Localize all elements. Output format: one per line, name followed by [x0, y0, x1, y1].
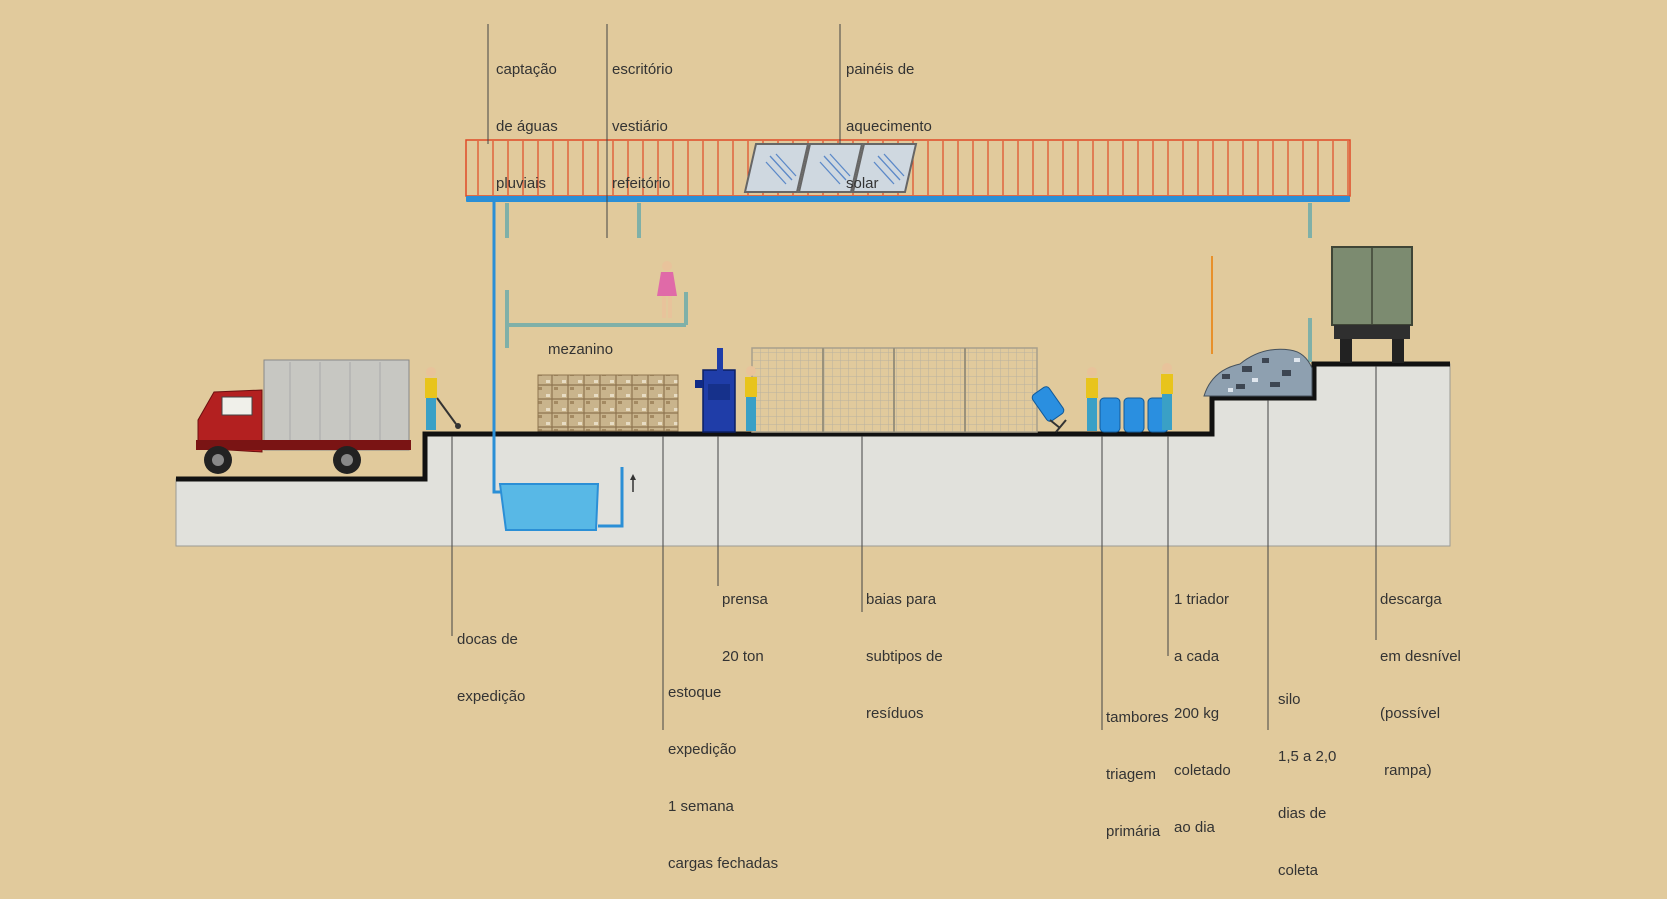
recycling-facility-diagram: captação de águas pluviais escritório ve…: [175, 22, 1461, 879]
label-tambores-line: primária: [1106, 823, 1161, 840]
label-escritorio: escritório vestiário refeitório: [612, 22, 673, 212]
label-baias-line: resíduos: [866, 705, 924, 722]
label-paineis-line: painéis de: [846, 61, 915, 78]
label-docas-line: docas de: [457, 631, 518, 648]
sorting-bays: [751, 347, 1038, 433]
label-tambores-line: tambores: [1106, 709, 1169, 726]
label-prensa-line: 20 ton: [722, 648, 764, 665]
label-triador-line: ao dia: [1174, 819, 1215, 836]
rainwater-system: [492, 202, 636, 531]
columns-mezzanine: [505, 203, 1312, 362]
label-mezanino-line: mezanino: [548, 341, 614, 358]
label-silo-line: 1,5 a 2,0: [1278, 748, 1337, 765]
waste-pile: [1203, 348, 1313, 397]
label-descarga-line: rampa): [1380, 762, 1432, 779]
label-estoque-line: cargas fechadas: [668, 855, 779, 872]
label-tambores-line: triagem: [1106, 766, 1157, 783]
label-silo-line: dias de: [1278, 805, 1327, 822]
worker-mezzanine: [657, 261, 677, 318]
label-descarga-line: em desnível: [1380, 648, 1461, 665]
baling-press: [695, 348, 736, 433]
sorting-drums: [1031, 386, 1169, 433]
label-escritorio-line: vestiário: [612, 118, 668, 135]
label-descarga: descarga em desnível (possível rampa): [1380, 552, 1461, 799]
label-silo-line: silo: [1278, 691, 1301, 708]
worker-drum-2: [1161, 363, 1173, 430]
label-prensa-line: prensa: [722, 591, 768, 608]
label-paineis-line: aquecimento: [846, 118, 932, 135]
label-prensa: prensa 20 ton: [722, 552, 768, 685]
facility-section-drawing: [175, 24, 1451, 730]
label-silo: silo 1,5 a 2,0 dias de coleta: [1278, 652, 1336, 899]
label-captacao: captação de águas pluviais: [496, 22, 558, 212]
label-baias-line: baias para: [866, 591, 937, 608]
bale-stock: [537, 374, 679, 432]
label-tambores: tambores triagem primária: [1106, 670, 1169, 860]
label-triador-line: a cada: [1174, 648, 1220, 665]
label-captacao-line: captação: [496, 61, 557, 78]
label-descarga-line: descarga: [1380, 591, 1442, 608]
label-estoque-line: 1 semana: [668, 798, 734, 815]
worker-press: [745, 366, 757, 431]
label-silo-line: coleta: [1278, 862, 1319, 879]
label-escritorio-line: refeitório: [612, 175, 671, 192]
label-captacao-line: pluviais: [496, 175, 547, 192]
worker-docks: [425, 367, 461, 430]
label-mezanino: mezanino: [548, 302, 613, 378]
roof-structure: [465, 139, 1351, 202]
label-estoque-line: estoque: [668, 684, 722, 701]
label-docas: docas de expedição: [457, 592, 525, 725]
ground-section: [175, 361, 1451, 547]
label-captacao-line: de águas: [496, 118, 558, 135]
label-descarga-line: (possível: [1380, 705, 1441, 722]
delivery-truck: [196, 359, 411, 474]
label-baias: baias para subtipos de resíduos: [866, 552, 943, 742]
label-paineis: painéis de aquecimento solar: [846, 22, 932, 212]
leader-lines: [451, 24, 1377, 730]
label-baias-line: subtipos de: [866, 648, 943, 665]
label-estoque-line: expedição: [668, 741, 737, 758]
label-triador: 1 triador a cada 200 kg coletado ao dia: [1174, 552, 1231, 856]
worker-drum-1: [1086, 367, 1098, 431]
label-paineis-line: solar: [846, 175, 879, 192]
label-triador-line: coletado: [1174, 762, 1231, 779]
label-triador-line: 1 triador: [1174, 591, 1230, 608]
label-triador-line: 200 kg: [1174, 705, 1220, 722]
label-escritorio-line: escritório: [612, 61, 673, 78]
solar-panels: [743, 143, 918, 193]
label-docas-line: expedição: [457, 688, 526, 705]
workers: [425, 261, 1173, 431]
unloading-truck: [1331, 246, 1413, 363]
